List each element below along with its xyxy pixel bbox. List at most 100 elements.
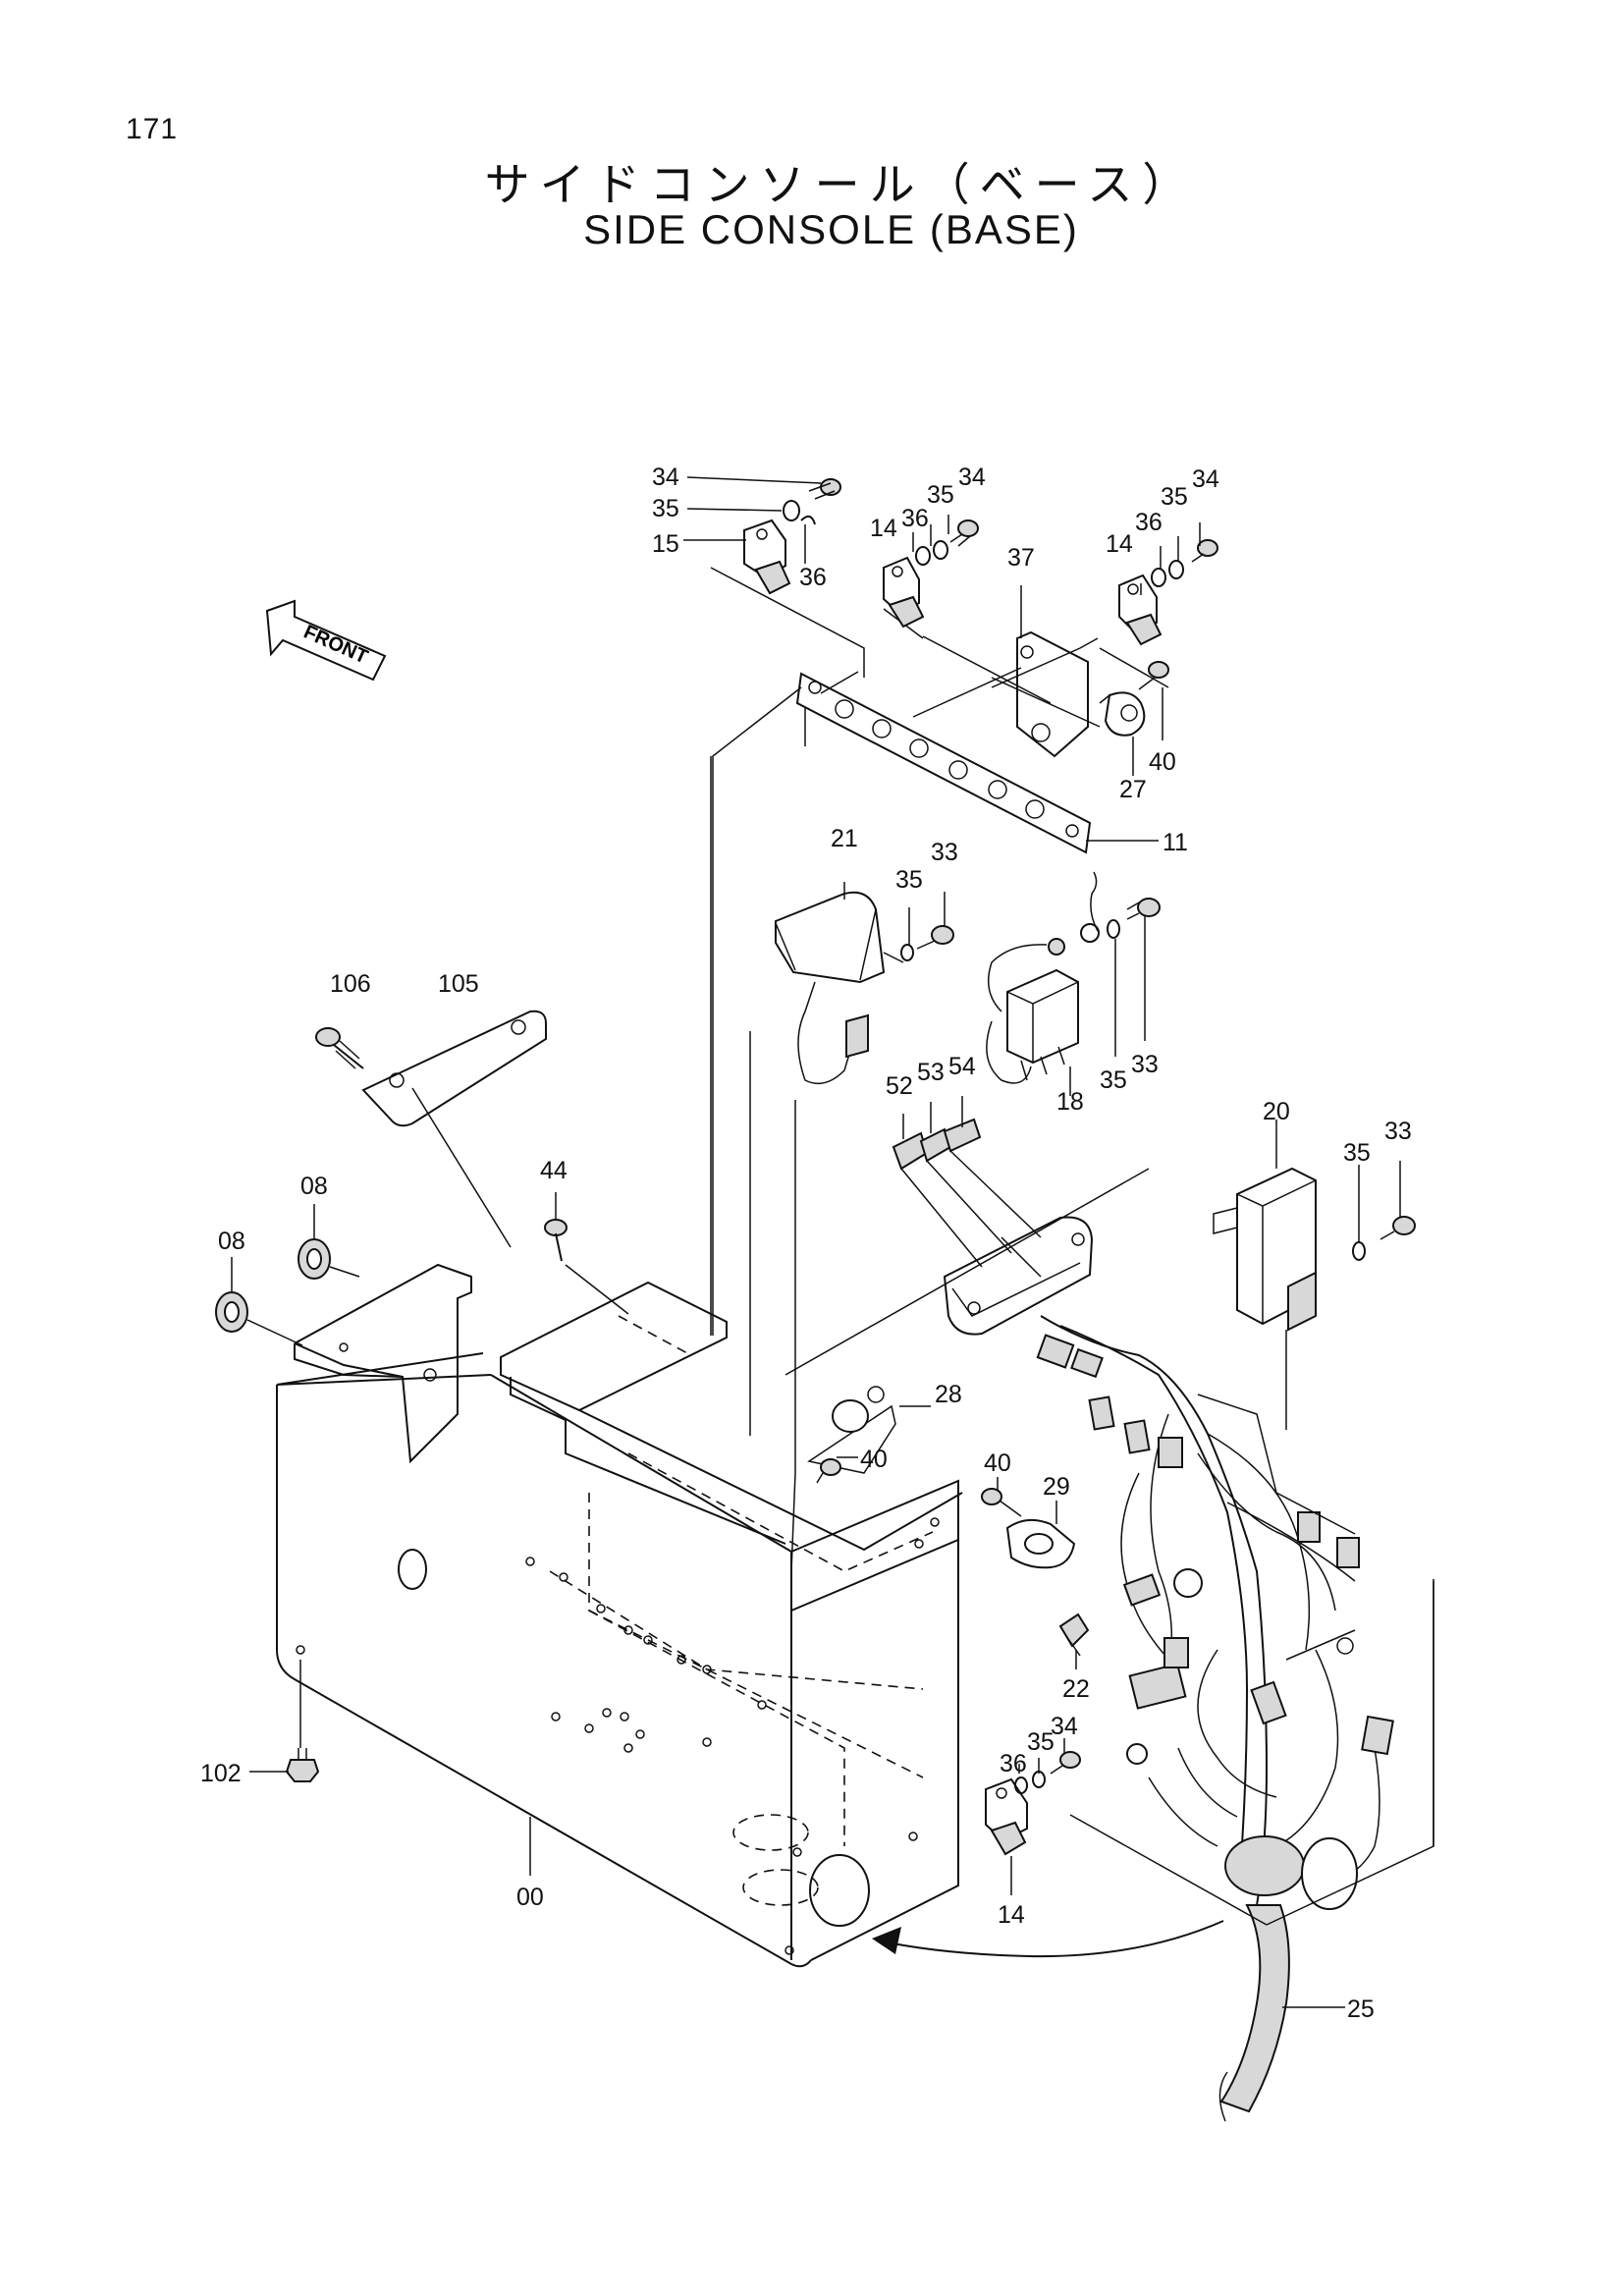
callout-36a: 36 bbox=[799, 564, 827, 591]
callout-11: 11 bbox=[1163, 829, 1188, 856]
clamp-29 bbox=[1005, 1518, 1076, 1569]
title-english: SIDE CONSOLE (BASE) bbox=[583, 206, 1079, 252]
bus-bar-leaders bbox=[710, 567, 1169, 1336]
washer-35g bbox=[1032, 1771, 1046, 1788]
callout-14c: 14 bbox=[998, 1901, 1025, 1929]
callout-36c: 36 bbox=[1135, 509, 1163, 536]
washer-36a bbox=[800, 515, 816, 525]
callout-34b: 34 bbox=[958, 464, 986, 491]
screw-44 bbox=[544, 1219, 629, 1315]
callout-18: 18 bbox=[1056, 1088, 1084, 1116]
clip-22 bbox=[1058, 1613, 1090, 1657]
callout-14b: 14 bbox=[1106, 530, 1133, 558]
callout-08b: 08 bbox=[218, 1228, 245, 1255]
callout-36d: 36 bbox=[1000, 1750, 1027, 1777]
callout-36b: 36 bbox=[901, 505, 929, 532]
wire-harness-25 bbox=[1036, 1315, 1394, 2122]
callout-35f: 35 bbox=[1343, 1139, 1371, 1167]
grommet-a bbox=[298, 1238, 360, 1280]
washer-36d bbox=[1014, 1777, 1028, 1794]
callout-34c: 34 bbox=[1192, 465, 1219, 493]
callout-33c: 33 bbox=[1384, 1118, 1412, 1145]
washer-35f bbox=[1352, 1241, 1366, 1261]
callout-35e: 35 bbox=[1100, 1066, 1127, 1094]
top-cover-plate bbox=[500, 1281, 963, 1552]
grommet-b bbox=[215, 1291, 303, 1346]
callout-34d: 34 bbox=[1051, 1713, 1078, 1740]
screw-34a bbox=[808, 478, 841, 500]
cover-plate-105 bbox=[361, 1010, 547, 1248]
callout-106: 106 bbox=[330, 970, 371, 998]
callout-102: 102 bbox=[200, 1760, 242, 1787]
callout-33a: 33 bbox=[931, 839, 958, 866]
callout-33b: 33 bbox=[1131, 1051, 1159, 1078]
curved-arrow bbox=[872, 1920, 1224, 1958]
callout-105: 105 bbox=[438, 970, 479, 998]
screw-34b bbox=[949, 519, 979, 547]
callout-35g: 35 bbox=[1027, 1728, 1055, 1756]
screw-40c bbox=[981, 1488, 1022, 1517]
terminal-bar-11 bbox=[795, 672, 1159, 854]
callout-35d: 35 bbox=[895, 866, 923, 894]
callout-52: 52 bbox=[886, 1072, 913, 1100]
relay-21 bbox=[775, 891, 904, 1085]
callout-28: 28 bbox=[935, 1381, 962, 1408]
front-arrow: FRONT bbox=[265, 599, 387, 682]
left-mounting-bracket bbox=[294, 1263, 472, 1464]
bolt-102 bbox=[285, 1660, 320, 1782]
relay-14b bbox=[1118, 574, 1163, 646]
screw-34d bbox=[1050, 1751, 1081, 1775]
console-base-body bbox=[276, 1352, 959, 1968]
callout-21: 21 bbox=[831, 825, 858, 852]
callout-29: 29 bbox=[1043, 1473, 1070, 1501]
callout-20: 20 bbox=[1263, 1098, 1290, 1125]
callout-27: 27 bbox=[1119, 776, 1147, 803]
callout-40c: 40 bbox=[984, 1449, 1011, 1477]
callout-22: 22 bbox=[1062, 1675, 1090, 1703]
callout-25: 25 bbox=[1347, 1995, 1375, 2023]
title-japanese: サイドコンソール（ベース） bbox=[484, 158, 1198, 211]
callout-35b: 35 bbox=[927, 481, 954, 509]
screw-34c bbox=[1191, 539, 1218, 563]
callout-40b: 40 bbox=[860, 1446, 888, 1473]
callout-34a: 34 bbox=[652, 464, 679, 491]
screw-33c bbox=[1380, 1216, 1416, 1240]
washer-35d bbox=[900, 944, 914, 961]
callout-35c: 35 bbox=[1161, 483, 1188, 511]
screw-40a bbox=[1138, 661, 1169, 690]
washer-35e bbox=[1107, 919, 1120, 939]
relay-20 bbox=[1213, 1167, 1317, 1430]
terminal-block-54 bbox=[943, 1118, 982, 1153]
callout-35a: 35 bbox=[652, 495, 679, 522]
relay-14a bbox=[883, 556, 925, 629]
callout-53: 53 bbox=[917, 1059, 945, 1086]
screw-40b bbox=[816, 1458, 841, 1484]
screw-33a bbox=[916, 925, 954, 950]
screw-33b bbox=[1126, 898, 1161, 920]
relay-15 bbox=[743, 519, 791, 595]
relay-18 bbox=[986, 871, 1100, 1084]
fuse-block-connector bbox=[900, 1150, 1094, 1336]
washer-35b bbox=[933, 540, 948, 560]
terminal-block-52 bbox=[892, 1131, 929, 1171]
callout-14a: 14 bbox=[870, 515, 897, 542]
washer-35a bbox=[783, 500, 800, 521]
assembly-guide-lines bbox=[710, 756, 1434, 1944]
callout-15: 15 bbox=[652, 530, 679, 558]
washer-36c bbox=[1151, 568, 1166, 587]
clamp-28 bbox=[807, 1386, 896, 1474]
clamp-27 bbox=[1099, 691, 1146, 737]
callout-44: 44 bbox=[540, 1157, 568, 1184]
callout-leaders bbox=[231, 476, 1401, 1895]
screw-106 bbox=[315, 1027, 364, 1069]
washer-35c bbox=[1168, 560, 1184, 579]
callout-00: 00 bbox=[516, 1884, 544, 1911]
washer-36b bbox=[915, 546, 931, 566]
callout-37: 37 bbox=[1007, 544, 1035, 572]
callout-08a: 08 bbox=[300, 1173, 328, 1200]
callout-54: 54 bbox=[948, 1053, 976, 1080]
callout-labels: 34 35 15 36 14 36 35 34 37 14 36 35 34 4… bbox=[200, 464, 1412, 2023]
bracket-plate-37 bbox=[1016, 630, 1089, 758]
page-number: 171 bbox=[126, 113, 179, 145]
